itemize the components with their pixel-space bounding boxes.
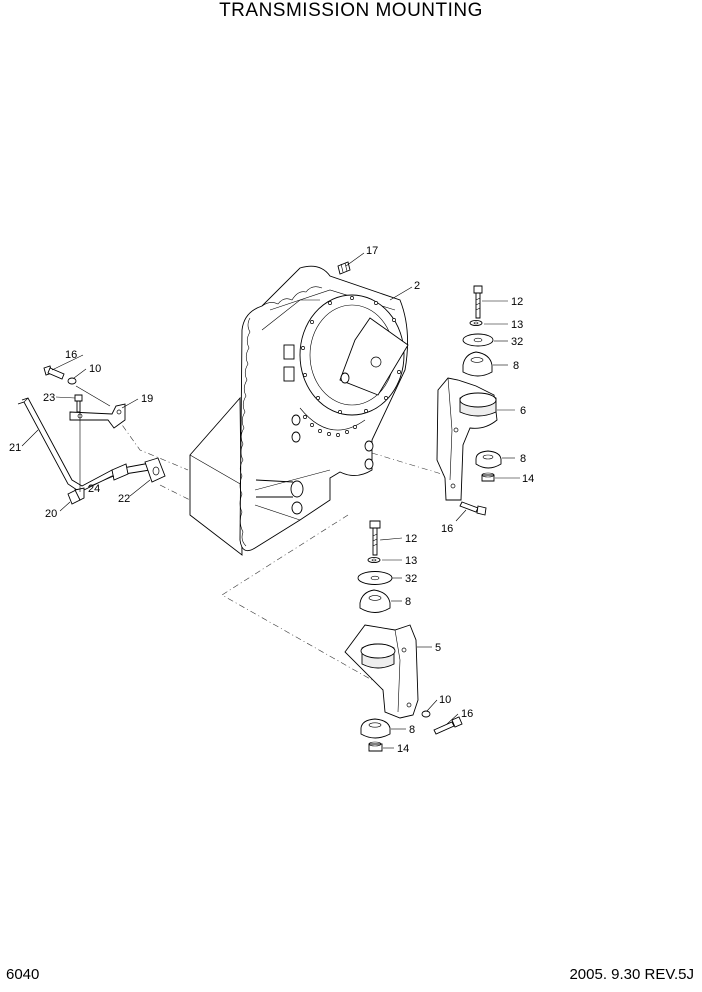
- callout-32: 32: [405, 573, 417, 585]
- callout-14: 14: [522, 473, 534, 485]
- callout-12: 12: [405, 533, 417, 545]
- callout-16: 16: [441, 523, 453, 535]
- callout-21: 21: [9, 442, 21, 454]
- callout-13: 13: [405, 555, 417, 567]
- revision-date: 2005. 9.30 REV.5J: [569, 966, 694, 983]
- callout-2: 2: [414, 280, 420, 292]
- callout-13: 13: [511, 319, 523, 331]
- callout-12: 12: [511, 296, 523, 308]
- callout-16: 16: [65, 349, 77, 361]
- callout-22: 22: [118, 493, 130, 505]
- callout-8: 8: [405, 596, 411, 608]
- right-mount-set: [436, 285, 502, 516]
- callout-32: 32: [511, 336, 523, 348]
- callout-5: 5: [435, 642, 441, 654]
- page-number: 6040: [6, 966, 40, 983]
- callout-10: 10: [89, 363, 101, 375]
- left-bracket-set: [17, 365, 166, 505]
- callout-labels: 17 2 12 13 32 8 6 8 14 16 16 10 19 23 21…: [9, 245, 534, 755]
- callout-6: 6: [520, 405, 526, 417]
- callout-20: 20: [45, 508, 57, 520]
- callout-16: 16: [461, 708, 473, 720]
- callout-8: 8: [520, 453, 526, 465]
- assembly-center-lines: [114, 414, 446, 681]
- callout-19: 19: [141, 393, 153, 405]
- callout-23: 23: [43, 392, 55, 404]
- callout-8: 8: [409, 724, 415, 736]
- callout-14: 14: [397, 743, 409, 755]
- callout-17: 17: [366, 245, 378, 257]
- bottom-mount-set: [344, 520, 463, 752]
- callout-8: 8: [513, 360, 519, 372]
- transmission-housing: [189, 265, 409, 556]
- page-title: TRANSMISSION MOUNTING: [219, 0, 483, 21]
- leader-lines: [21, 252, 520, 749]
- plug-17: [337, 261, 351, 275]
- callout-24: 24: [88, 483, 100, 495]
- callout-10: 10: [439, 694, 451, 706]
